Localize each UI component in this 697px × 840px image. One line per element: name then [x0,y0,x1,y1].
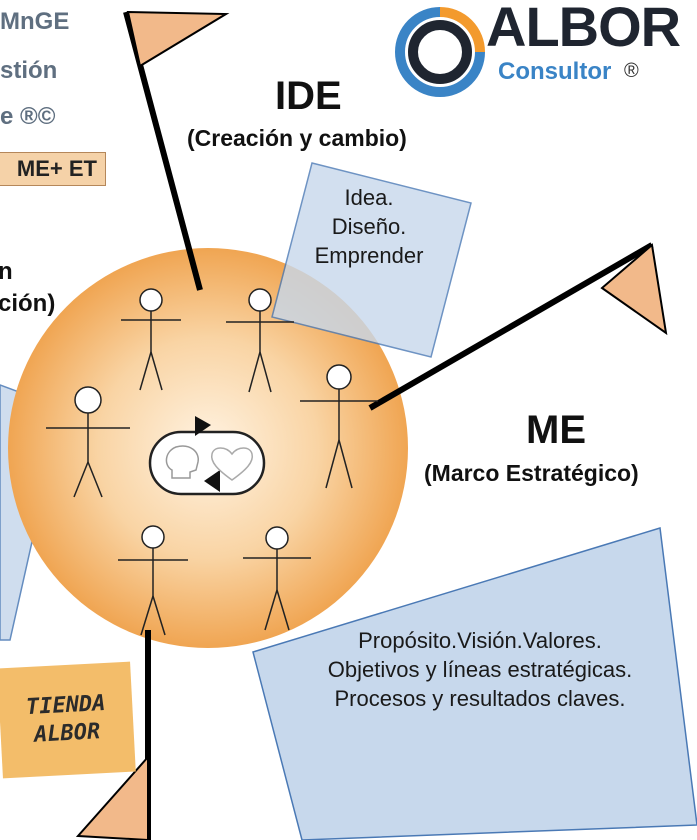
me-note-box [252,527,697,840]
me-subtitle: (Marco Estratégico) [424,460,639,486]
tienda-line-2: ALBOR [33,719,101,748]
ide-title: IDE [275,74,342,118]
stick-figure-icon [243,526,311,631]
me-note-line: Procesos y resultados claves. [334,686,626,711]
ide-note-line: Idea. [344,185,394,210]
me-title: ME [526,408,586,452]
header-line-1: MnGE [0,8,70,35]
me-note-text: Propósito.Visión.Valores. Objetivos y lí… [270,626,690,713]
me-note-line: Propósito.Visión.Valores. [358,628,602,653]
stick-figure-icon [46,386,130,498]
ide-note-line: Diseño. [331,214,407,239]
left-caption-line-2: ción) [0,290,56,317]
logo-registered: ® [624,60,639,82]
ide-note-box [271,162,472,358]
heart-icon [210,447,254,481]
logo-subtitle: Consultor [498,58,612,85]
head-icon [165,445,199,479]
left-caption-line-1: n [0,258,13,285]
albor-logo-mark [395,7,485,97]
ide-subtitle: (Creación y cambio) [187,125,407,151]
ide-flag [126,10,230,68]
stick-figure-icon [121,288,181,391]
header-badge: ME+ ET [0,152,106,186]
stick-figure-icon [118,525,188,636]
bottom-flag [75,754,149,840]
stick-figure-icon [300,364,378,489]
tienda-albor-link[interactable]: TIENDA ALBOR [0,661,136,779]
me-note-line: Objetivos y líneas estratégicas. [327,657,633,682]
logo-wordmark: ALBOR [486,0,681,58]
me-flag-pole [368,242,654,411]
ide-note-line: Emprender [314,243,424,268]
ide-note-text: Idea. Diseño. Emprender [294,183,444,270]
me-flag [600,243,668,336]
stick-figure-icon [226,288,294,393]
header-line-3: e ®© [0,103,56,130]
tienda-line-1: TIENDA [25,690,107,721]
header-line-2: stión [0,57,58,84]
